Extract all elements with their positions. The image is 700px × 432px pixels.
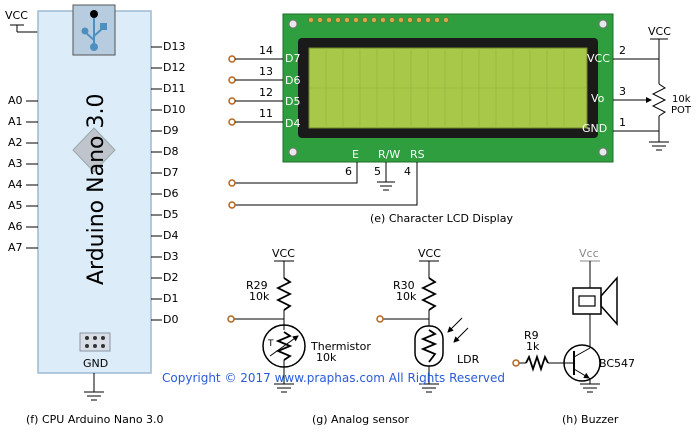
r30-label: R30 bbox=[393, 279, 415, 292]
r29-label: R29 bbox=[246, 279, 268, 292]
pin-a1: A1 bbox=[8, 115, 23, 128]
pin-a6: A6 bbox=[8, 220, 23, 233]
lcd-data-wires: 14 13 12 11 bbox=[228, 44, 283, 126]
lcd-pin-num-4: 4 bbox=[404, 165, 411, 178]
lcd-pin-vcc: VCC bbox=[587, 52, 610, 65]
pot-name: POT bbox=[671, 105, 692, 116]
lcd-pin-rw: R/W bbox=[378, 148, 400, 161]
lcd-pin-num-1: 1 bbox=[619, 116, 626, 129]
thermistor-value: 10k bbox=[316, 351, 337, 364]
lcd-pin-num-6: 6 bbox=[345, 165, 352, 178]
pin-d11: D11 bbox=[163, 82, 185, 95]
pin-d4: D4 bbox=[163, 229, 178, 242]
arduino-caption: (f) CPU Arduino Nano 3.0 bbox=[26, 413, 164, 426]
pin-d7: D7 bbox=[163, 166, 178, 179]
lcd-pot-wiring: VCC 2 3 1 10k POT bbox=[613, 25, 692, 151]
lcd-pin-num-14: 14 bbox=[259, 44, 273, 57]
arduino-right-pins: D13 D12 D11 D10 D9 D8 D7 D6 D5 D4 D3 D2 … bbox=[151, 40, 185, 326]
lcd-pin-d4: D4 bbox=[285, 117, 300, 130]
transistor-label: BC547 bbox=[599, 357, 635, 370]
buzzer-icon bbox=[572, 287, 602, 315]
pin-d0: D0 bbox=[163, 313, 178, 326]
r30-value: 10k bbox=[396, 290, 417, 303]
pin-a3: A3 bbox=[8, 157, 23, 170]
pot-vcc-label: VCC bbox=[648, 25, 671, 38]
buzzer-caption: (h) Buzzer bbox=[562, 413, 619, 426]
pin-a7: A7 bbox=[8, 241, 23, 254]
analog-caption: (g) Analog sensor bbox=[312, 413, 409, 426]
copyright-text: Copyright © 2017 www.praphas.com All Rig… bbox=[162, 371, 505, 385]
r9-label: R9 bbox=[524, 329, 539, 342]
lcd-pin-num-3: 3 bbox=[619, 85, 626, 98]
icsp-header bbox=[79, 332, 111, 352]
r9-value: 1k bbox=[526, 340, 540, 353]
ldr-label: LDR bbox=[457, 353, 480, 366]
lcd-pin-num-13: 13 bbox=[259, 65, 273, 78]
lcd-pin-d5: D5 bbox=[285, 95, 300, 108]
analog-vcc-left: VCC bbox=[272, 247, 295, 260]
pin-d1: D1 bbox=[163, 292, 178, 305]
analog-terminal-right bbox=[376, 315, 384, 323]
lcd-pin-d7: D7 bbox=[285, 52, 300, 65]
pin-d13: D13 bbox=[163, 40, 185, 53]
lcd-pin-num-2: 2 bbox=[619, 44, 626, 57]
pin-d2: D2 bbox=[163, 271, 178, 284]
lcd-header-pins bbox=[308, 17, 449, 23]
arduino-nano: VCC 5V Arduino Nano 3.0 GND bbox=[5, 4, 185, 426]
pin-d12: D12 bbox=[163, 61, 185, 74]
r29-value: 10k bbox=[249, 290, 270, 303]
pin-d9: D9 bbox=[163, 124, 178, 137]
lcd-pin-num-11: 11 bbox=[259, 107, 273, 120]
arduino-left-pins: A0 A1 A2 A3 A4 A5 A6 A7 bbox=[8, 94, 38, 254]
pin-d10: D10 bbox=[163, 103, 185, 116]
pin-d3: D3 bbox=[163, 250, 178, 263]
usb-icon bbox=[81, 18, 107, 51]
buzzer-terminal bbox=[512, 359, 520, 367]
pin-d8: D8 bbox=[163, 145, 178, 158]
pin-d6: D6 bbox=[163, 187, 178, 200]
buzzer-circuit: Vcc BC547 R9 1k (h) Buzzer bbox=[512, 247, 635, 426]
lcd-pin-e: E bbox=[352, 148, 359, 161]
light-arrow-icon bbox=[453, 327, 469, 343]
r29-resistor bbox=[275, 277, 293, 311]
pot-value: 10k bbox=[672, 94, 691, 105]
pin-d5: D5 bbox=[163, 208, 178, 221]
arduino-board bbox=[37, 10, 152, 374]
speaker-horn-icon bbox=[600, 276, 618, 326]
pot-resistor bbox=[651, 83, 667, 117]
r9-resistor bbox=[525, 354, 549, 372]
analog-vcc-right: VCC bbox=[418, 247, 441, 260]
lcd-pin-num-5: 5 bbox=[374, 165, 381, 178]
lcd-control-wiring: 6 5 4 bbox=[228, 162, 418, 209]
lcd-caption: (e) Character LCD Display bbox=[370, 212, 513, 225]
lcd-grid bbox=[309, 48, 587, 128]
arduino-vcc-label: VCC bbox=[5, 9, 28, 22]
analog-terminal-left bbox=[227, 315, 235, 323]
analog-sensor: VCC R29 10k T Thermistor 10k VCC R30 10k bbox=[227, 247, 480, 426]
lcd-mount-holes bbox=[288, 19, 608, 157]
lcd-pin-vo: Vo bbox=[591, 92, 605, 105]
lcd-pin-num-12: 12 bbox=[259, 86, 273, 99]
lcd-pin-d6: D6 bbox=[285, 74, 300, 87]
lcd-display: D7 D6 D5 D4 14 13 12 11 VCC Vo GND VCC bbox=[228, 13, 692, 225]
lcd-pin-rs: RS bbox=[410, 148, 425, 161]
thermistor-t-label: T bbox=[267, 339, 274, 349]
light-arrow-icon bbox=[447, 317, 463, 333]
mcu-chip bbox=[72, 127, 116, 173]
buzzer-vcc-label: Vcc bbox=[579, 247, 599, 260]
icsp-pins bbox=[85, 336, 105, 348]
pin-a0: A0 bbox=[8, 94, 23, 107]
pin-a2: A2 bbox=[8, 136, 23, 149]
board-label: Arduino Nano 3.0 bbox=[84, 94, 109, 285]
lcd-pin-gnd: GND bbox=[582, 122, 607, 135]
pin-a4: A4 bbox=[8, 178, 23, 191]
arduino-gnd-label: GND bbox=[83, 357, 108, 370]
r30-resistor bbox=[420, 277, 438, 311]
thermistor-label: Thermistor bbox=[310, 340, 371, 353]
pin-a5: A5 bbox=[8, 199, 23, 212]
